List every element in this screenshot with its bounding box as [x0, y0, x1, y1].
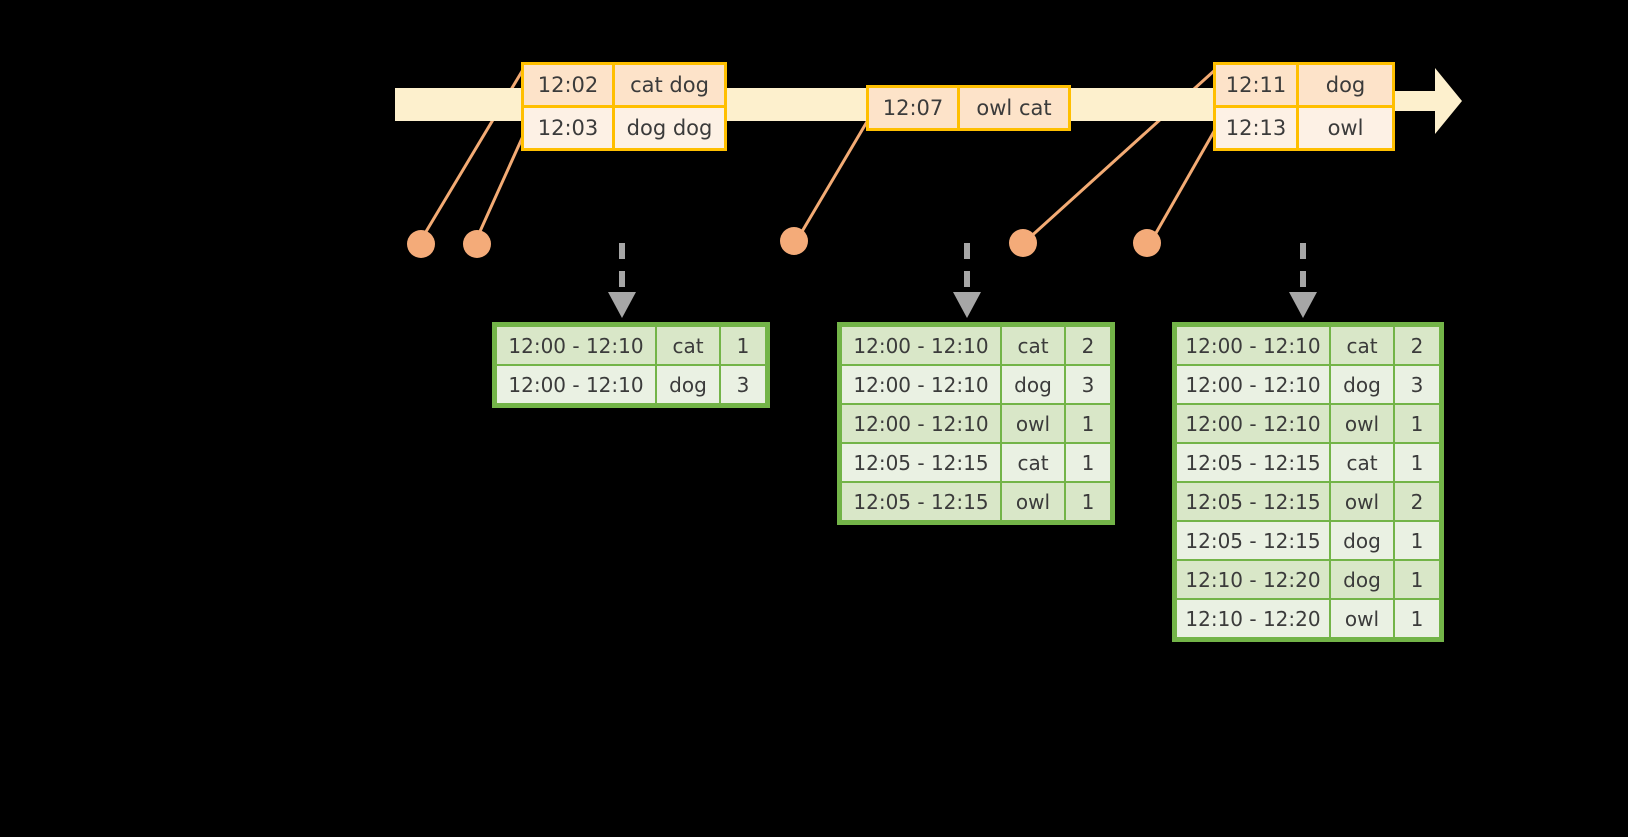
event-words: dog dog	[612, 108, 724, 148]
word-cell: cat	[657, 327, 719, 364]
event-words: cat dog	[612, 65, 724, 105]
count-cell: 1	[721, 327, 765, 364]
dashed-arrow-3-head	[1289, 292, 1317, 318]
event-words: owl cat	[957, 88, 1068, 128]
window-cell: 12:00 - 12:10	[497, 327, 655, 364]
window-cell: 12:05 - 12:15	[1177, 483, 1329, 520]
count-cell: 1	[1395, 405, 1439, 442]
window-cell: 12:10 - 12:20	[1177, 600, 1329, 637]
event-time: 12:02	[524, 65, 612, 105]
word-cell: owl	[1331, 405, 1393, 442]
count-cell: 2	[1395, 327, 1439, 364]
event-time: 12:13	[1216, 108, 1296, 148]
window-cell: 12:05 - 12:15	[1177, 444, 1329, 481]
count-cell: 1	[1066, 444, 1110, 481]
count-cell: 2	[1066, 327, 1110, 364]
window-cell: 12:00 - 12:10	[842, 405, 1000, 442]
window-cell: 12:05 - 12:15	[842, 483, 1000, 520]
event-box-2[interactable]: 12:07 owl cat	[866, 85, 1071, 131]
event-row: 12:03 dog dog	[524, 105, 724, 148]
word-cell: dog	[1331, 366, 1393, 403]
connector-line-5	[1150, 127, 1218, 241]
window-cell: 12:00 - 12:10	[1177, 366, 1329, 403]
event-row: 12:02 cat dog	[524, 65, 724, 105]
connector-line-3	[795, 119, 870, 241]
event-row: 12:07 owl cat	[869, 88, 1068, 128]
window-cell: 12:00 - 12:10	[842, 366, 1000, 403]
word-cell: cat	[1002, 444, 1064, 481]
window-cell: 12:00 - 12:10	[842, 327, 1000, 364]
word-cell: dog	[1331, 522, 1393, 559]
count-cell: 3	[1395, 366, 1439, 403]
count-cell: 1	[1395, 522, 1439, 559]
event-dot-1	[407, 230, 435, 258]
count-cell: 3	[1066, 366, 1110, 403]
word-cell: owl	[1002, 405, 1064, 442]
event-words: owl	[1296, 108, 1392, 148]
dashed-arrow-1-head	[608, 292, 636, 318]
event-time: 12:11	[1216, 65, 1296, 105]
word-cell: dog	[1331, 561, 1393, 598]
event-box-1[interactable]: 12:02 cat dog 12:03 dog dog	[521, 62, 727, 151]
event-row: 12:11 dog	[1216, 65, 1392, 105]
dashed-arrow-2-head	[953, 292, 981, 318]
event-dot-4	[1009, 229, 1037, 257]
count-cell: 1	[1395, 561, 1439, 598]
event-dot-2	[463, 230, 491, 258]
event-row: 12:13 owl	[1216, 105, 1392, 148]
word-cell: owl	[1331, 483, 1393, 520]
word-cell: dog	[1002, 366, 1064, 403]
count-cell: 1	[1395, 600, 1439, 637]
count-cell: 1	[1066, 405, 1110, 442]
word-cell: cat	[1331, 444, 1393, 481]
word-cell: cat	[1331, 327, 1393, 364]
connector-line-2	[475, 124, 530, 239]
event-dot-5	[1133, 229, 1161, 257]
event-words: dog	[1296, 65, 1392, 105]
count-cell: 1	[1066, 483, 1110, 520]
window-cell: 12:10 - 12:20	[1177, 561, 1329, 598]
word-cell: owl	[1331, 600, 1393, 637]
event-box-3[interactable]: 12:11 dog 12:13 owl	[1213, 62, 1395, 151]
event-dot-3	[780, 227, 808, 255]
timeline-arrowhead	[1392, 68, 1462, 134]
window-cell: 12:00 - 12:10	[1177, 405, 1329, 442]
event-time: 12:03	[524, 108, 612, 148]
window-cell: 12:00 - 12:10	[497, 366, 655, 403]
word-cell: cat	[1002, 327, 1064, 364]
count-cell: 1	[1395, 444, 1439, 481]
count-cell: 2	[1395, 483, 1439, 520]
window-cell: 12:05 - 12:15	[1177, 522, 1329, 559]
event-time: 12:07	[869, 88, 957, 128]
word-cell: dog	[657, 366, 719, 403]
window-cell: 12:00 - 12:10	[1177, 327, 1329, 364]
count-cell: 3	[721, 366, 765, 403]
word-cell: owl	[1002, 483, 1064, 520]
window-cell: 12:05 - 12:15	[842, 444, 1000, 481]
